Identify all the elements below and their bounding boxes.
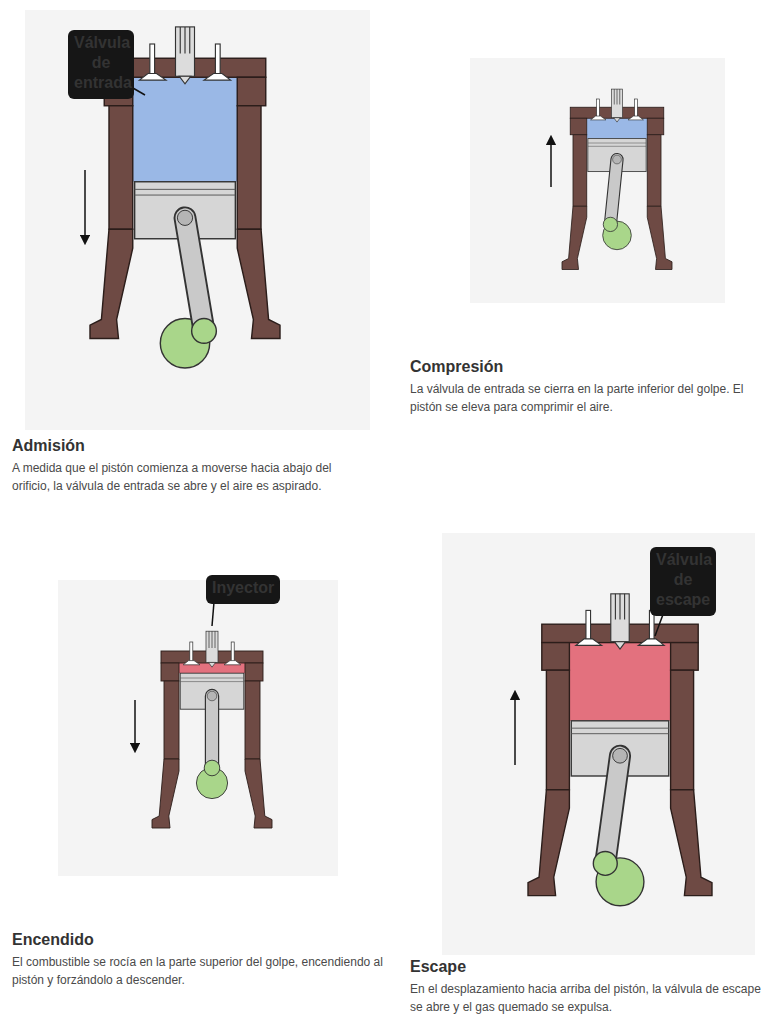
engine-section-part: [133, 77, 238, 182]
panel-heading: Compresión: [410, 357, 772, 377]
engine-section-part: [185, 218, 204, 331]
image-ground: [25, 10, 370, 430]
engine-section-part: [192, 319, 217, 344]
engine-section-part: [180, 678, 244, 679]
stroke-panel: Encendido El combustible se rocía en la p…: [12, 930, 397, 989]
engine-section: [562, 89, 672, 269]
engine-section-part: [569, 643, 670, 721]
image-ground: [442, 533, 755, 955]
panel-heading: Escape: [410, 957, 775, 977]
engine-section-part: [206, 696, 218, 768]
engine-section-part: [207, 691, 217, 701]
callout-box: Válvula de entrada: [68, 30, 134, 99]
motion-arrow: [550, 140, 552, 187]
stroke-panel: Admisión A medida que el pistón comienza …: [12, 436, 367, 495]
engine-section-part: [588, 146, 646, 147]
engine-section-part: [571, 733, 669, 734]
engine-section-part: [588, 143, 646, 144]
engine-section-part: [205, 696, 219, 768]
stroke-panel: Compresión La válvula de entrada se cierr…: [410, 357, 772, 416]
panel-description: El combustible se rocía en la parte supe…: [12, 953, 397, 989]
callout-text: Válvula de entrada: [74, 33, 128, 93]
engine-section-part: [180, 681, 244, 682]
motion-arrow: [134, 700, 136, 748]
callout-text: Inyector: [212, 578, 274, 598]
engine-section-part: [152, 631, 272, 828]
engine-section: [528, 594, 712, 906]
engine-section: [152, 631, 272, 828]
engine-section-part: [593, 851, 617, 875]
stroke-panel: Escape En el desplazamiento hacia arriba …: [410, 957, 775, 1016]
image-ground: [470, 58, 725, 303]
engine-section-part: [610, 160, 617, 225]
engine-section-part: [562, 89, 672, 269]
engine-section-part: [135, 195, 236, 196]
image-ground: [58, 580, 338, 876]
engine-section-part: [177, 210, 192, 225]
engine-section-part: [613, 748, 628, 763]
engine-section-part: [528, 594, 712, 896]
callout-text: Válvula de escape: [656, 550, 710, 610]
engine-section-part: [605, 756, 620, 864]
panel-description: La válvula de entrada se cierra en la pa…: [410, 380, 772, 416]
engine-section-part: [135, 189, 236, 190]
leader-line: [212, 602, 214, 626]
motion-arrow: [84, 170, 86, 240]
engine-section-part: [571, 728, 669, 729]
panel-heading: Encendido: [12, 930, 397, 950]
panel-heading: Admisión: [12, 436, 367, 456]
engine-section-part: [603, 217, 617, 231]
panel-description: A medida que el pistón comienza a movers…: [12, 459, 367, 495]
callout-box: Válvula de escape: [650, 547, 716, 616]
engine-section-part: [610, 160, 617, 225]
engine-section-part: [613, 155, 622, 164]
engine-section-part: [204, 760, 220, 776]
panel-description: En el desplazamiento hacia arriba del pi…: [410, 980, 775, 1016]
engine-section-part: [605, 756, 620, 864]
callout-box: Inyector: [206, 575, 280, 604]
motion-arrow: [514, 695, 516, 765]
engine-section-part: [185, 218, 204, 331]
